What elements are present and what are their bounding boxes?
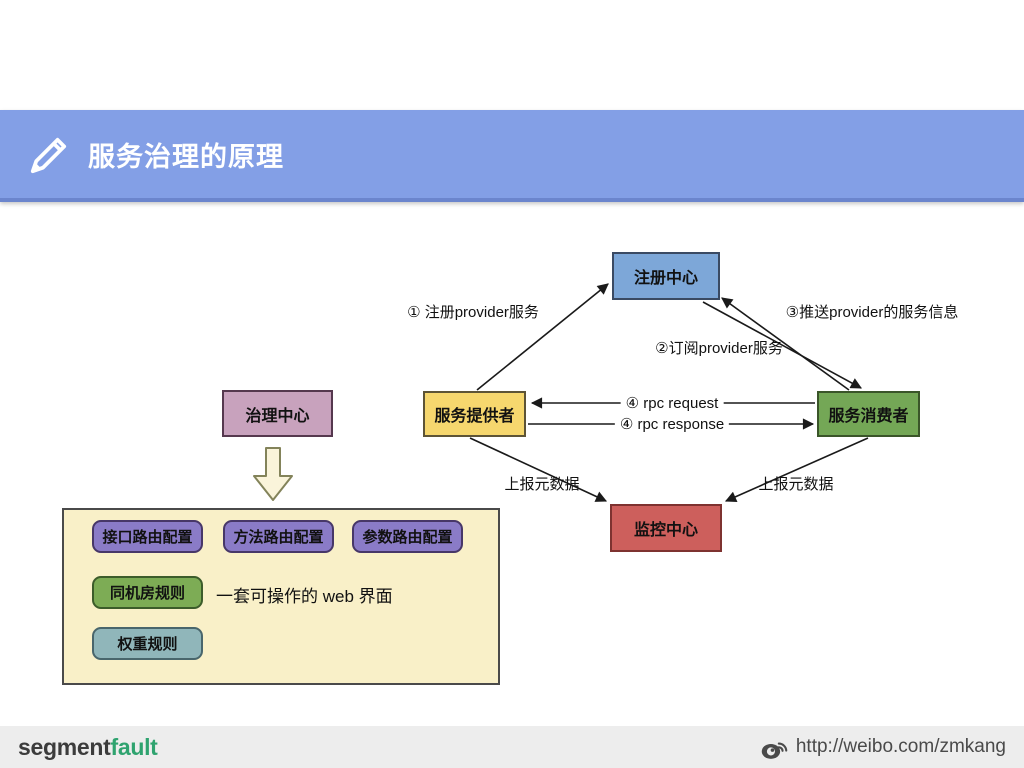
node-registry: 注册中心: [612, 252, 720, 300]
weibo-url[interactable]: http://weibo.com/zmkang: [795, 736, 1006, 757]
edge-label-subscribe: ②订阅provider服务: [655, 340, 783, 357]
chip-weight-rule: 权重规则: [92, 627, 203, 660]
logo-segment: segment: [18, 733, 111, 760]
node-consumer: 服务消费者: [817, 391, 920, 437]
edge-label-rpc-request: ④ rpc request: [620, 394, 724, 412]
chip-interface-route: 接口路由配置: [92, 520, 203, 553]
node-monitor: 监控中心: [610, 504, 722, 552]
edge-label-rpc-response: ④ rpc response: [614, 415, 730, 433]
segmentfault-logo: segmentfault: [18, 734, 158, 761]
slide-footer: segmentfault http://weibo.com/zmkang: [0, 726, 1024, 768]
page-title: 服务治理的原理: [88, 141, 284, 172]
chip-param-route: 参数路由配置: [352, 520, 463, 553]
node-provider: 服务提供者: [423, 391, 526, 437]
logo-fault: fault: [110, 733, 158, 760]
weibo-credit: http://weibo.com/zmkang: [760, 735, 1006, 760]
node-governance: 治理中心: [222, 390, 333, 437]
chip-same-idc-rule: 同机房规则: [92, 576, 203, 609]
panel-note: 一套可操作的 web 界面: [216, 587, 393, 606]
edge-label-push: ③推送provider的服务信息: [785, 304, 959, 321]
weibo-icon: [761, 742, 788, 759]
edge-label-metadata-right: 上报元数据: [758, 476, 834, 493]
edge-label-register: ① 注册provider服务: [407, 304, 539, 321]
down-block-arrow: [253, 447, 293, 501]
slide-title-banner: 服务治理的原理: [0, 110, 1024, 202]
edge-label-metadata-left: 上报元数据: [504, 476, 580, 493]
pencil-icon: [30, 137, 67, 174]
chip-method-route: 方法路由配置: [223, 520, 334, 553]
